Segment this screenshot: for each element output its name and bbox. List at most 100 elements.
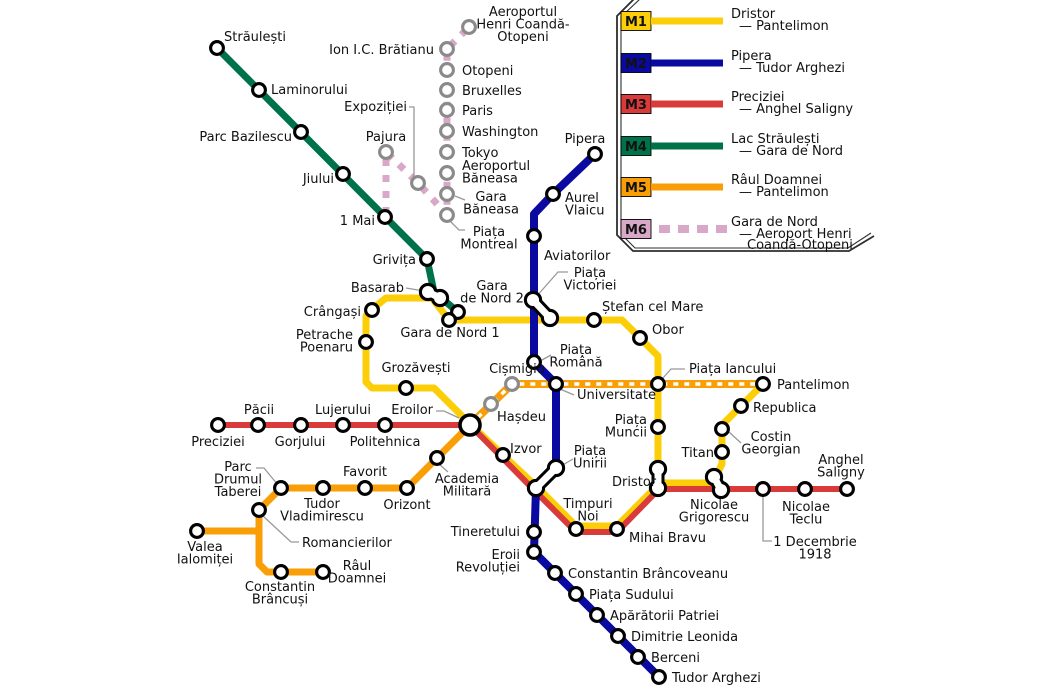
station-laminorului: Laminorului bbox=[251, 82, 348, 98]
label-dimitrie-leonida: Dimitrie Leonida bbox=[631, 630, 738, 645]
station-lujerului: Lujerului bbox=[315, 403, 371, 433]
pointer-costin-georgian bbox=[728, 431, 742, 444]
label-1-mai: 1 Mai bbox=[340, 214, 375, 229]
label-pajura: Pajura bbox=[366, 130, 406, 145]
label-eroilor: Eroilor bbox=[391, 403, 433, 418]
legend-line-sample bbox=[651, 59, 723, 67]
pointer-universitate bbox=[559, 388, 575, 396]
station-aparatorii-patriei: Apărătorii Patriei bbox=[589, 607, 719, 624]
legend-code-m5: M5 bbox=[625, 181, 647, 196]
station-pajura: Pajura bbox=[366, 130, 406, 160]
station-titan: Titan bbox=[681, 444, 730, 461]
station-mihai-bravu: Mihai Bravu bbox=[609, 521, 706, 546]
legend-code-m2: M2 bbox=[625, 57, 647, 72]
station-universitate: Universitate bbox=[548, 376, 656, 403]
pointer-piata-victoriei bbox=[535, 271, 568, 298]
label-obor: Obor bbox=[652, 323, 684, 338]
legend-line-sample bbox=[651, 100, 723, 108]
station-grozavesti: Grozăvești bbox=[381, 361, 451, 396]
station-izvor: Izvor bbox=[495, 442, 542, 463]
interchange-dristor bbox=[648, 459, 668, 498]
station-crangasi: Crângași bbox=[304, 302, 380, 320]
station-paris: Paris bbox=[439, 102, 493, 119]
station-bruxelles: Bruxelles bbox=[439, 82, 522, 99]
station-orizont: Orizont bbox=[383, 480, 431, 513]
label-favorit: Favorit bbox=[343, 465, 387, 480]
label-tokyo: Tokyo bbox=[461, 146, 498, 161]
station-pantelimon: Pantelimon bbox=[755, 376, 850, 393]
station-hasdeu: Hașdeu bbox=[483, 396, 546, 425]
label-cismigiu: Cișmigiu bbox=[489, 362, 545, 377]
legend-dest-m2: Pipera— Tudor Arghezi bbox=[731, 49, 845, 76]
station-cismigiu: Cișmigiu bbox=[489, 362, 545, 392]
label-gara-de-nord-1: Gara de Nord 1 bbox=[400, 326, 499, 341]
label-expozitiei: Expoziției bbox=[344, 100, 407, 115]
station-tineretului: Tineretului bbox=[450, 524, 542, 540]
label-universitate: Universitate bbox=[577, 388, 656, 403]
legend-code-m6: M6 bbox=[625, 223, 647, 238]
pointer-1-decembrie-1918 bbox=[762, 496, 772, 542]
legend-dash-sample bbox=[716, 225, 727, 233]
legend-code-m3: M3 bbox=[625, 98, 647, 113]
station-pipera: Pipera bbox=[565, 132, 605, 162]
station-otopeni: Otopeni bbox=[439, 62, 513, 79]
station-piata-iancului: Piața Iancului bbox=[650, 362, 776, 392]
station-politehnica: Politehnica bbox=[350, 417, 420, 450]
label-parc-bazilescu: Parc Bazilescu bbox=[199, 130, 292, 145]
label-jiului: Jiului bbox=[302, 172, 334, 187]
label-mihai-bravu: Mihai Bravu bbox=[629, 531, 706, 546]
station-piata-sudului: Piața Sudului bbox=[568, 586, 674, 603]
label-paris: Paris bbox=[462, 104, 493, 119]
label-otopeni: Otopeni bbox=[462, 64, 513, 79]
label-gorjului: Gorjului bbox=[275, 435, 326, 450]
station-straulesti: Străulești bbox=[209, 30, 286, 56]
label-piata-iancului: Piața Iancului bbox=[689, 362, 776, 377]
legend-dest-m3: Preciziei— Anghel Saligny bbox=[731, 90, 853, 117]
label-piata-sudului: Piața Sudului bbox=[589, 588, 674, 603]
pointer-academia-militara bbox=[438, 463, 449, 473]
station-dimitrie-leonida: Dimitrie Leonida bbox=[610, 628, 738, 645]
label-crangasi: Crângași bbox=[304, 305, 361, 320]
interchange-nicolae-grigorescu bbox=[704, 467, 731, 500]
legend-line-sample bbox=[651, 17, 723, 25]
station-expozitiei: Expoziției bbox=[344, 100, 426, 191]
map-label-dristor: Dristor bbox=[612, 475, 657, 490]
legend-item-m3: M3 Preciziei— Anghel Saligny bbox=[620, 90, 853, 117]
station-tudor-arghezi: Tudor Arghezi bbox=[651, 669, 761, 686]
label-tudor-arghezi: Tudor Arghezi bbox=[671, 671, 761, 686]
station-favorit: Favorit bbox=[343, 465, 387, 496]
map-label-basarab: Basarab bbox=[351, 281, 404, 296]
label-orizont: Orizont bbox=[383, 498, 430, 513]
label-constantin-brancoveanu: Constantin Brâncoveanu bbox=[568, 567, 728, 582]
label-hasdeu: Hașdeu bbox=[497, 410, 546, 425]
pointer-piata-romana bbox=[541, 354, 552, 361]
label-straulesti: Străulești bbox=[224, 30, 286, 45]
label-berceni: Berceni bbox=[651, 651, 700, 666]
